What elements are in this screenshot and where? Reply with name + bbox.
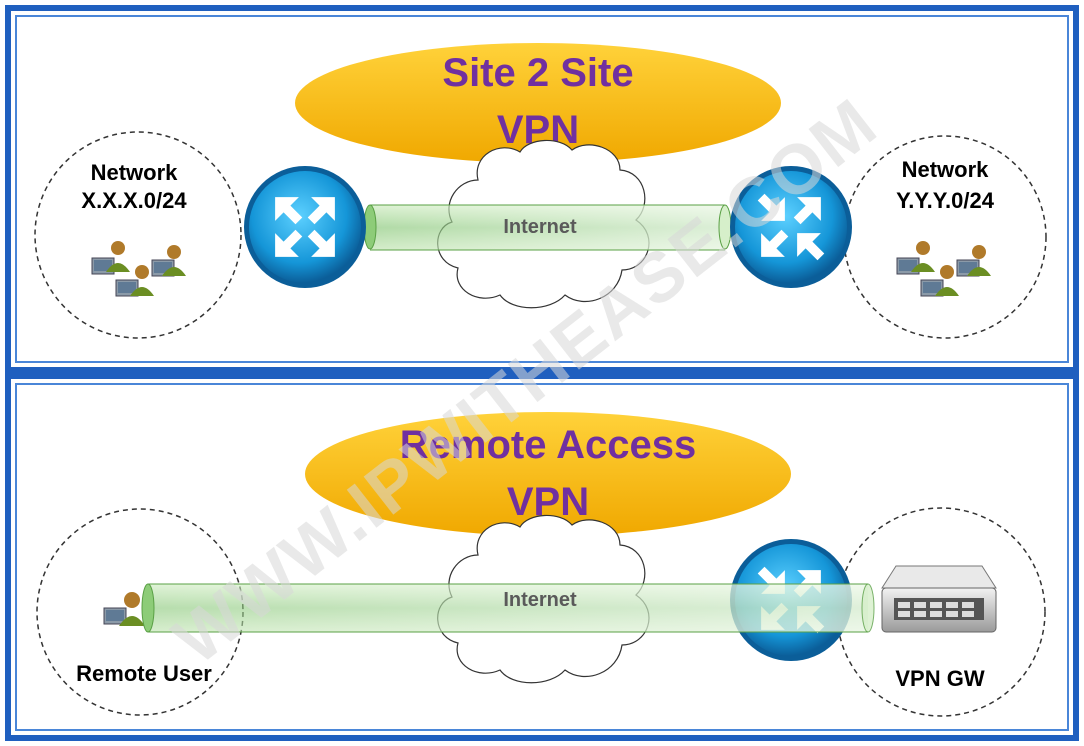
left-network-address: X.X.X.0/24 <box>81 188 187 213</box>
site-to-site-title-line1: Site 2 Site <box>442 51 633 95</box>
site-to-site-title: Site 2 Site VPN <box>295 43 781 163</box>
internet-label-top: Internet <box>503 216 577 238</box>
router-icon <box>244 166 366 288</box>
vpn-tunnel-top: Internet <box>363 204 732 251</box>
internet-label-bottom: Internet <box>503 589 577 611</box>
vpn-tunnel-bottom: Internet <box>141 583 875 633</box>
remote-user-icon <box>103 592 145 626</box>
left-network: Network X.X.X.0/24 <box>34 131 242 339</box>
users-group-icon <box>91 241 186 297</box>
remote-user-label: Remote User <box>76 661 212 686</box>
users-group-icon <box>896 241 991 297</box>
server-icon <box>881 565 997 633</box>
vpn-gateway-area: VPN GW <box>836 507 1046 717</box>
right-network-label: Network <box>902 157 990 182</box>
right-network: Network Y.Y.Y.0/24 <box>843 135 1047 339</box>
remote-access-title: Remote Access VPN <box>305 412 791 536</box>
router-icon <box>730 166 852 288</box>
left-network-label: Network <box>91 160 179 185</box>
remote-access-title-line1: Remote Access <box>400 423 696 467</box>
vpn-gw-label: VPN GW <box>895 666 984 691</box>
right-network-address: Y.Y.Y.0/24 <box>896 188 995 213</box>
